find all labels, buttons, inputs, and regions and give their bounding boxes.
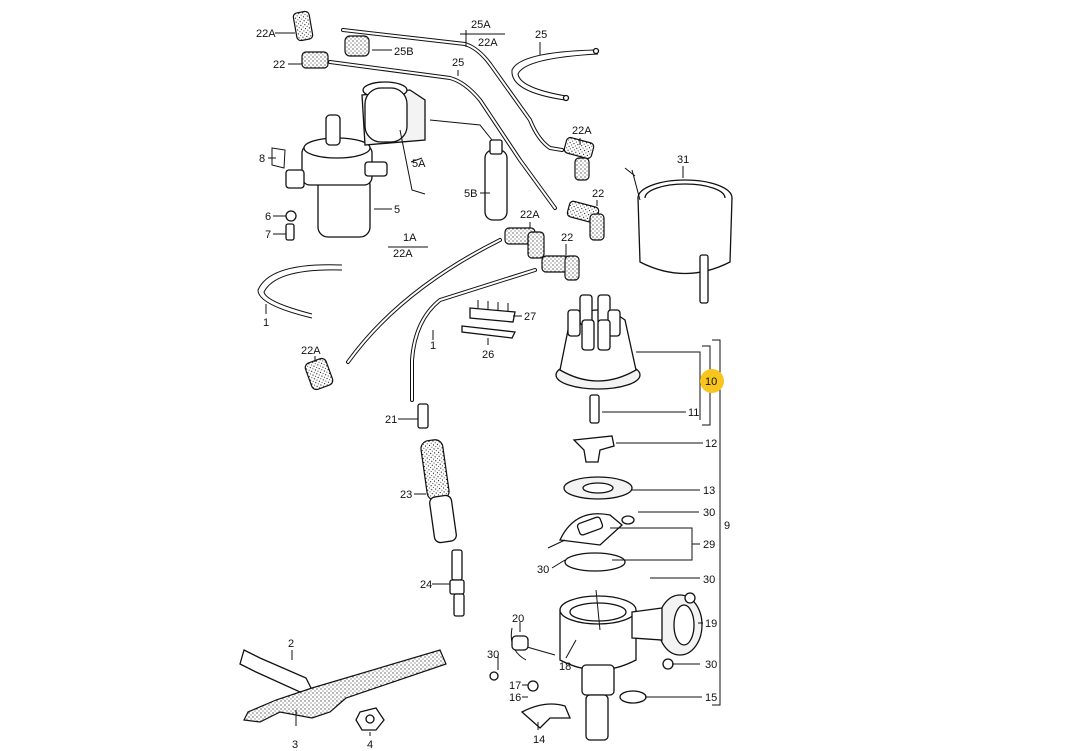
- label-26: 26: [482, 349, 494, 361]
- label-19: 19: [705, 618, 717, 630]
- label-21: 21: [385, 414, 397, 426]
- label-16: 16: [509, 692, 521, 704]
- label-22a: 22A: [256, 28, 276, 40]
- label-22: 22: [273, 59, 285, 71]
- label-5: 5: [394, 204, 400, 216]
- distributor-cap: [555, 294, 641, 424]
- label-13: 13: [703, 485, 715, 497]
- label-17: 17: [509, 680, 521, 692]
- plug-connectors: [292, 10, 605, 391]
- label-27: 27: [524, 311, 536, 323]
- wire-1-loop: [257, 264, 343, 319]
- label-22a: 22A: [572, 125, 592, 137]
- label-12: 12: [705, 438, 717, 450]
- label-30: 30: [537, 564, 549, 576]
- label-7: 7: [265, 229, 271, 241]
- label-30: 30: [703, 507, 715, 519]
- small-clips: [461, 300, 516, 339]
- label-25b: 25B: [394, 46, 414, 58]
- label-15: 15: [705, 692, 717, 704]
- distributor-body: [489, 589, 703, 741]
- label-23: 23: [400, 489, 412, 501]
- label-22a: 22A: [520, 209, 540, 221]
- label-6: 6: [265, 211, 271, 223]
- label-30: 30: [487, 649, 499, 661]
- label-24: 24: [420, 579, 432, 591]
- label-4: 4: [367, 739, 373, 751]
- label-22a: 22A: [301, 345, 321, 357]
- label-1a: 1A: [403, 232, 417, 244]
- label-11: 11: [688, 407, 699, 419]
- label-25: 25: [452, 57, 464, 69]
- shield-ring: [624, 167, 733, 304]
- label-22a-sub: 22A: [478, 37, 498, 49]
- label-10: 10: [705, 376, 717, 388]
- label-20: 20: [512, 613, 524, 625]
- highlight-marker: [700, 369, 724, 393]
- label-5a: 5A: [412, 158, 426, 170]
- label-30: 30: [703, 574, 715, 586]
- part-labels: 22A 22 25B 25A 22A 25 25 5A 5B 8 5 6 7 2…: [256, 19, 730, 751]
- distributor-internals: [547, 435, 635, 572]
- label-5b: 5B: [464, 188, 477, 200]
- label-8: 8: [259, 153, 265, 165]
- wire-25-loop: [511, 47, 600, 102]
- label-1: 1: [430, 340, 436, 352]
- label-14: 14: [533, 734, 545, 746]
- label-25a: 25A: [471, 19, 491, 31]
- leader-lines: [265, 30, 721, 736]
- label-29: 29: [703, 539, 715, 551]
- ignition-wires: [328, 28, 564, 402]
- plug-lead-and-spark-plug: [417, 403, 465, 617]
- suppressor-housing: [361, 81, 508, 221]
- label-18: 18: [559, 661, 571, 673]
- label-2: 2: [288, 638, 294, 650]
- label-9: 9: [724, 520, 730, 532]
- label-31: 31: [677, 154, 689, 166]
- ignition-coil: [271, 114, 388, 241]
- label-22: 22: [561, 232, 573, 244]
- label-25: 25: [535, 29, 547, 41]
- label-22: 22: [592, 188, 604, 200]
- label-22a-1a: 22A: [393, 248, 413, 260]
- label-30: 30: [705, 659, 717, 671]
- label-1: 1: [263, 317, 269, 329]
- label-3: 3: [292, 739, 298, 751]
- plug-bracket-assembly: [239, 649, 447, 731]
